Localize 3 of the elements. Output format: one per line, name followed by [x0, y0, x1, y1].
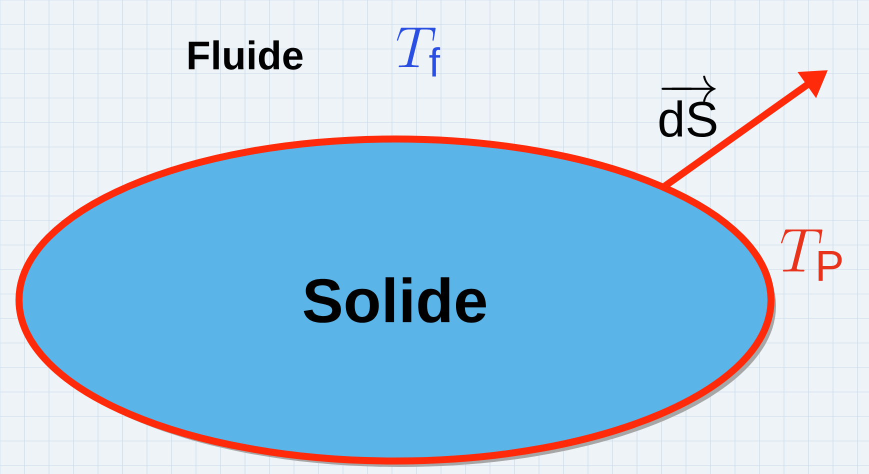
temperature-label: $T_{\mathrm{f}}$ — [396, 28, 440, 77]
temperature-label: $T_{\mathrm{P}}$ — [780, 230, 842, 281]
region-label: Fluide — [188, 40, 303, 70]
